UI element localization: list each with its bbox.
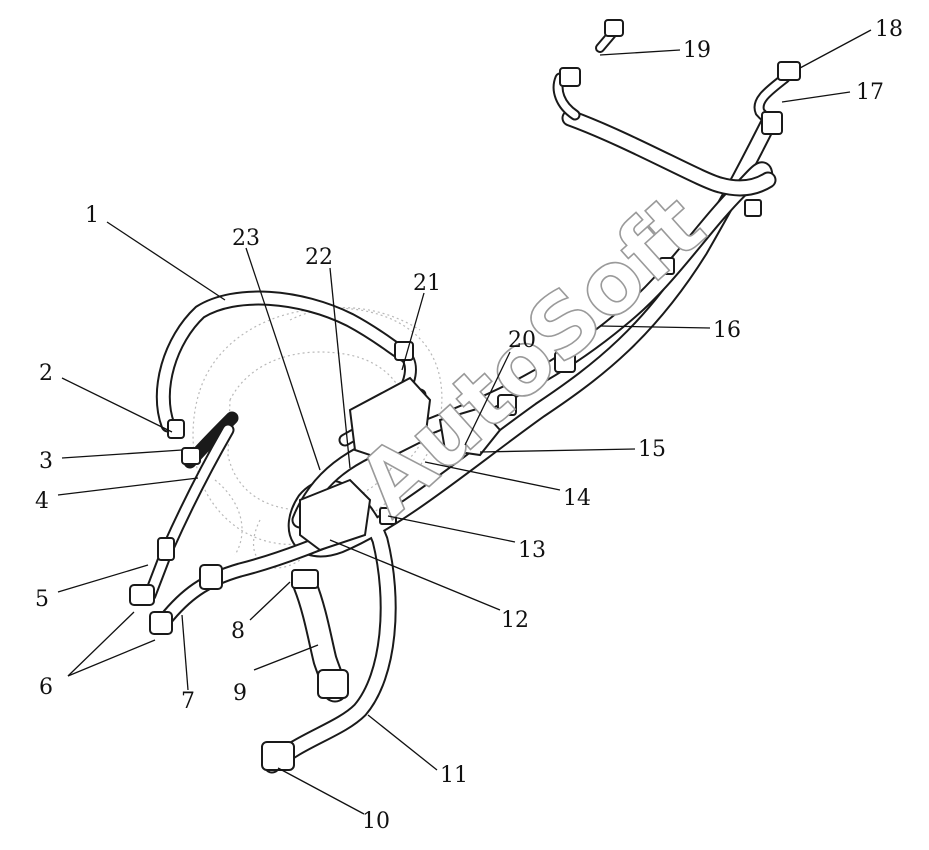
callout-14: 14	[563, 486, 591, 511]
callout-6: 6	[39, 675, 53, 700]
callout-2: 2	[39, 361, 53, 386]
callout-5: 5	[35, 587, 49, 612]
fittings	[129, 19, 801, 771]
callout-16: 16	[713, 318, 741, 343]
callout-1: 1	[85, 203, 99, 228]
callout-13: 13	[518, 538, 546, 563]
callout-3: 3	[39, 449, 53, 474]
callout-20: 20	[508, 328, 536, 353]
callout-22: 22	[305, 245, 333, 270]
callout-11: 11	[440, 763, 468, 788]
callout-17: 17	[856, 80, 884, 105]
callout-23: 23	[232, 226, 260, 251]
callout-10: 10	[362, 809, 390, 834]
callout-12: 12	[501, 608, 529, 633]
callout-19: 19	[683, 38, 711, 63]
callout-18: 18	[875, 17, 903, 42]
callout-4: 4	[35, 489, 49, 514]
callout-15: 15	[638, 437, 666, 462]
callout-21: 21	[413, 271, 441, 296]
callout-labels: 1 2 3 4 5 6 7 8 9 10 11 12 13 14 15 16 1…	[35, 17, 903, 834]
callout-8: 8	[231, 619, 245, 644]
callout-9: 9	[233, 681, 247, 706]
leader-lines	[57, 29, 872, 815]
callout-7: 7	[181, 689, 195, 714]
